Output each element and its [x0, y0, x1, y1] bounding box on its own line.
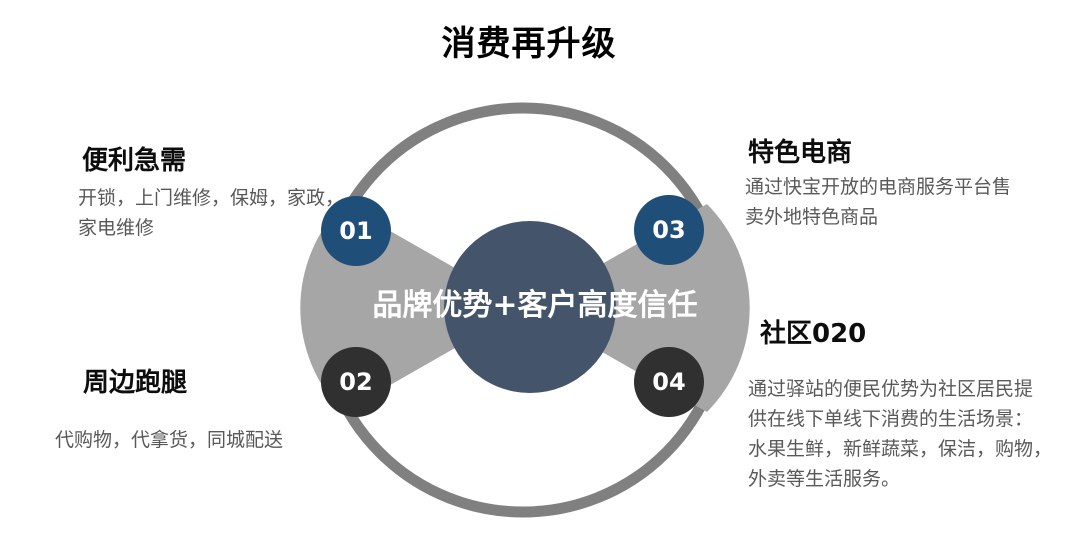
badge-number-01: 01	[339, 217, 373, 245]
block-04-heading: 社区020	[760, 319, 867, 349]
page-title: 消费再升级	[441, 24, 617, 64]
block-01-body: 开锁，上门维修，保姆，家政， 家电维修	[78, 183, 344, 243]
badge-circle-03: 03	[634, 195, 704, 265]
badge-number-04: 04	[652, 368, 686, 396]
block-02-heading: 周边跑腿	[83, 368, 188, 398]
badge-number-03: 03	[652, 216, 686, 244]
badge-circle-04: 04	[634, 347, 704, 417]
block-03-heading: 特色电商	[748, 138, 853, 168]
block-04-body-line: 供在线下单线下消费的生活场景：	[748, 408, 1034, 430]
center-headline: 品牌优势+客户高度信任	[372, 288, 698, 323]
center-circle	[444, 221, 616, 393]
block-03-body: 通过快宝开放的电商服务平台售 卖外地特色商品	[745, 172, 1011, 232]
block-02-body: 代购物，代拿货，同城配送	[55, 425, 283, 455]
block-03-body-line: 通过快宝开放的电商服务平台售	[745, 176, 1012, 198]
block-03-body-line: 卖外地特色商品	[745, 206, 879, 228]
block-01-heading: 便利急需	[82, 146, 187, 176]
block-04-body-line: 通过驿站的便民优势为社区居民提	[748, 378, 1034, 400]
block-04-body: 通过驿站的便民优势为社区居民提 供在线下单线下消费的生活场景： 水果生鲜，新鲜蔬…	[748, 374, 1052, 494]
badge-circle-01: 01	[321, 196, 391, 266]
badge-circle-02: 02	[321, 347, 391, 417]
block-01-body-line: 家电维修	[78, 217, 155, 239]
block-04-body-line: 外卖等生活服务。	[748, 468, 901, 490]
block-01-body-line: 开锁，上门维修，保姆，家政，	[78, 187, 345, 209]
badge-number-02: 02	[339, 368, 373, 396]
block-04-body-line: 水果生鲜，新鲜蔬菜，保洁，购物，	[748, 438, 1053, 460]
block-02-body-line: 代购物，代拿货，同城配送	[55, 429, 284, 451]
